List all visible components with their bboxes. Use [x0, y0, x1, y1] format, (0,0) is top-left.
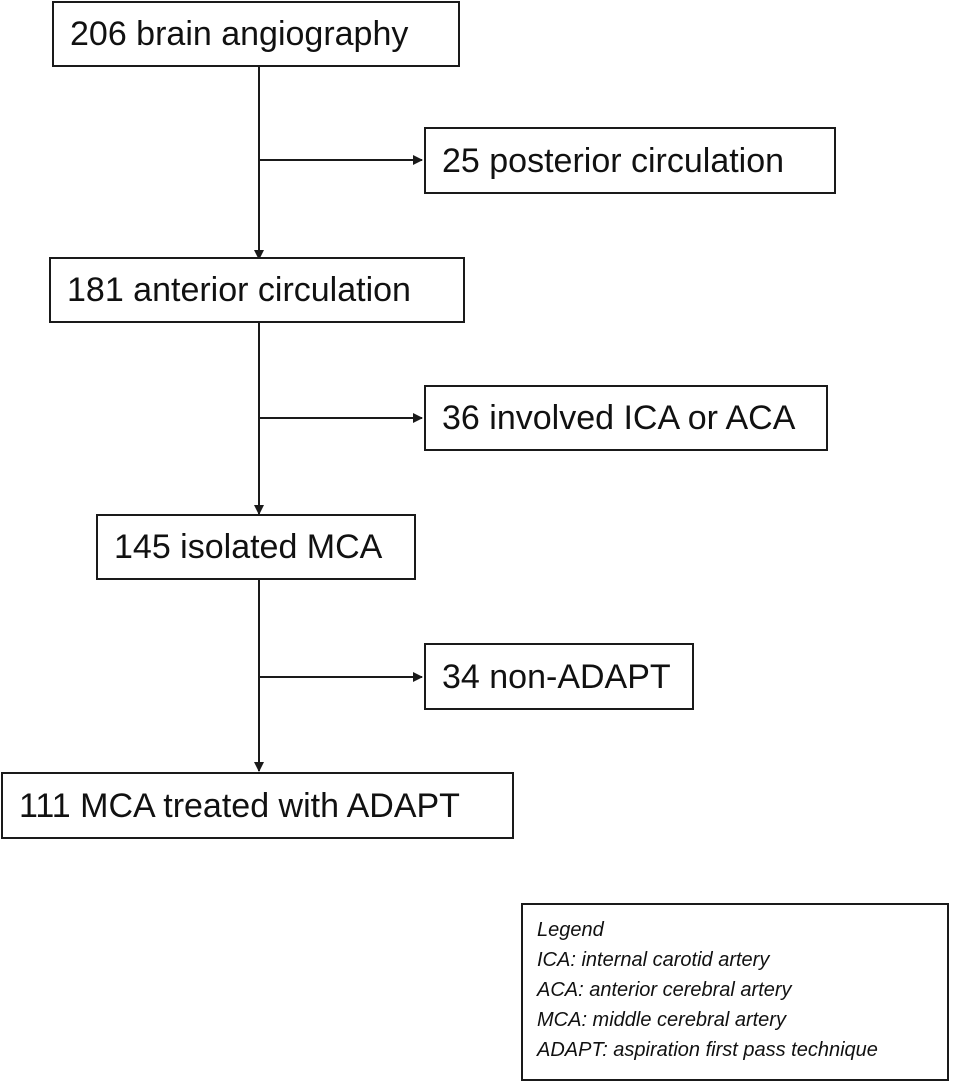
box-anterior-circulation: 181 anterior circulation	[49, 257, 465, 323]
legend-item-mca: MCA: middle cerebral artery	[537, 1009, 786, 1031]
box-posterior-circulation: 25 posterior circulation	[424, 127, 836, 194]
box-non-adapt: 34 non-ADAPT	[424, 643, 694, 710]
box-involved-ica-aca: 36 involved ICA or ACA	[424, 385, 828, 451]
legend-box: Legend ICA: internal carotid artery ACA:…	[521, 903, 949, 1081]
box-isolated-mca: 145 isolated MCA	[96, 514, 416, 580]
box-treated-with-adapt: 111 MCA treated with ADAPT	[1, 772, 514, 839]
legend-item-adapt: ADAPT: aspiration first pass technique	[537, 1039, 878, 1061]
box-total-angiography: 206 brain angiography	[52, 1, 460, 67]
legend-item-aca: ACA: anterior cerebral artery	[537, 979, 792, 1001]
legend-item-ica: ICA: internal carotid artery	[537, 949, 770, 971]
legend-title: Legend	[537, 919, 604, 941]
